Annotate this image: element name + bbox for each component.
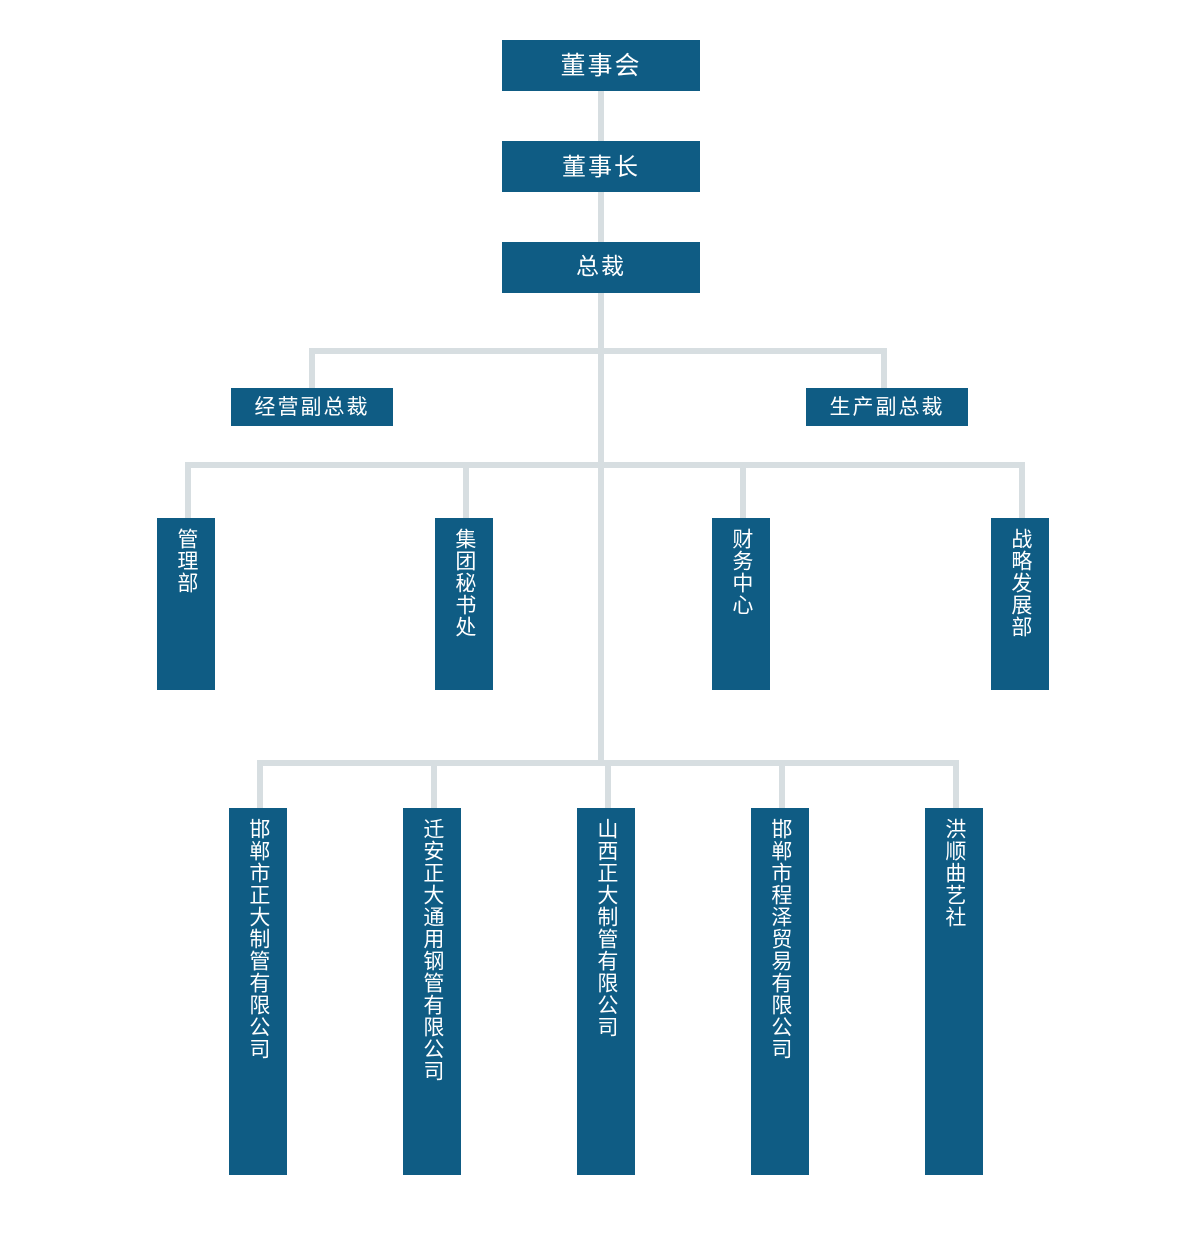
node-board-of-directors[interactable]: 董事会	[502, 40, 700, 91]
node-department-group-secretariat-label: 集团秘书处	[452, 528, 477, 638]
node-department-management-label: 管理部	[174, 528, 199, 594]
node-department-management[interactable]: 管理部	[157, 518, 215, 690]
connector-department-bar	[185, 462, 1025, 468]
connector-subsidiary-drop-1	[257, 760, 263, 808]
node-subsidiary-qianan-zhengda-steel-pipe[interactable]: 迁安正大通用钢管有限公司	[403, 808, 461, 1175]
node-vice-president-business-label: 经营副总裁	[254, 394, 370, 419]
node-subsidiary-handan-chengze-trading[interactable]: 邯郸市程泽贸易有限公司	[751, 808, 809, 1175]
connector-subsidiary-drop-4	[779, 760, 785, 808]
node-subsidiary-hongshun-folk-art[interactable]: 洪顺曲艺社	[925, 808, 983, 1175]
node-subsidiary-shanxi-zhengda-pipe-label: 山西正大制管有限公司	[594, 818, 619, 1038]
node-vice-president-production[interactable]: 生产副总裁	[806, 388, 968, 426]
node-board-of-directors-label: 董事会	[560, 51, 642, 80]
connector-subsidiary-drop-2	[431, 760, 437, 808]
node-vice-president-production-label: 生产副总裁	[829, 394, 945, 419]
connector-department-drop-3	[740, 462, 746, 518]
connector-department-drop-4	[1019, 462, 1025, 518]
connector-vp-bar	[309, 348, 887, 354]
connector-board-to-chairman	[598, 90, 604, 142]
node-chairman-label: 董事长	[562, 152, 640, 181]
node-department-group-secretariat[interactable]: 集团秘书处	[435, 518, 493, 690]
node-department-finance-center[interactable]: 财务中心	[712, 518, 770, 690]
node-president[interactable]: 总裁	[502, 242, 700, 293]
node-subsidiary-hongshun-folk-art-label: 洪顺曲艺社	[942, 818, 967, 928]
connector-department-drop-1	[185, 462, 191, 518]
connector-president-spine	[598, 292, 604, 766]
node-department-finance-center-label: 财务中心	[729, 528, 754, 616]
connector-subsidiary-drop-3	[605, 760, 611, 808]
connector-vp-right-drop	[881, 348, 887, 388]
node-subsidiary-handan-zhengda-pipe-label: 邯郸市正大制管有限公司	[246, 818, 271, 1060]
node-department-strategic-development[interactable]: 战略发展部	[991, 518, 1049, 690]
connector-department-drop-2	[463, 462, 469, 518]
node-vice-president-business[interactable]: 经营副总裁	[231, 388, 393, 426]
node-chairman[interactable]: 董事长	[502, 141, 700, 192]
node-president-label: 总裁	[576, 254, 626, 280]
connector-chairman-to-president	[598, 191, 604, 243]
node-subsidiary-handan-zhengda-pipe[interactable]: 邯郸市正大制管有限公司	[229, 808, 287, 1175]
node-subsidiary-shanxi-zhengda-pipe[interactable]: 山西正大制管有限公司	[577, 808, 635, 1175]
node-subsidiary-qianan-zhengda-steel-pipe-label: 迁安正大通用钢管有限公司	[420, 818, 445, 1082]
connector-subsidiary-drop-5	[953, 760, 959, 808]
node-subsidiary-handan-chengze-trading-label: 邯郸市程泽贸易有限公司	[768, 818, 793, 1060]
connector-vp-left-drop	[309, 348, 315, 388]
node-department-strategic-development-label: 战略发展部	[1008, 528, 1033, 638]
